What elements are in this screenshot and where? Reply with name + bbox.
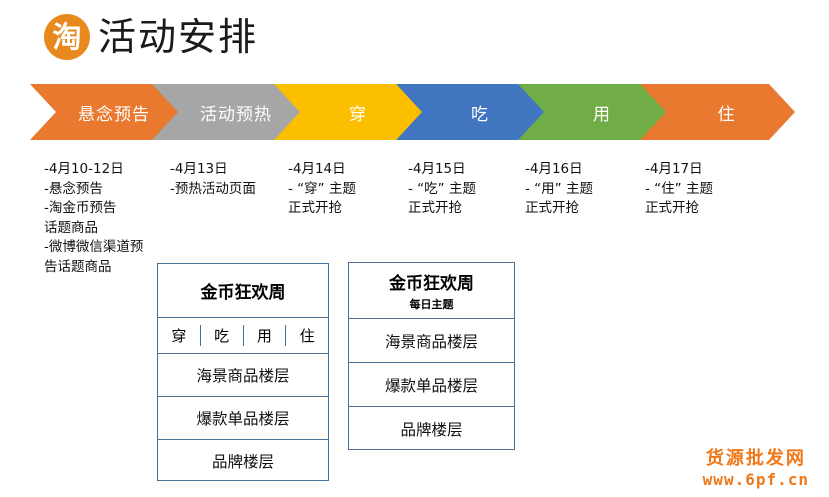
description-line-3-0: -4月15日 [408, 161, 466, 177]
table-left-theme-cell-0: 穿 [158, 325, 201, 346]
description-line-2-0: -4月14日 [288, 161, 346, 177]
description-line-5-1: - “住” 主题 [645, 180, 713, 197]
description-line-0-0: -4月10-12日 [44, 161, 124, 177]
chevron-step-0[interactable]: 悬念预告 [30, 84, 180, 140]
table-left-floor-label-2: 品牌楼层 [211, 453, 274, 471]
description-line-5-2: 正式开抢 [645, 200, 699, 216]
chevron-step-label-1: 活动预热 [200, 104, 272, 125]
chevron-step-label-5: 住 [717, 104, 736, 125]
table-right-floor-label-0: 海景商品楼层 [384, 332, 478, 351]
table-left-theme-cell-3: 住 [299, 327, 315, 345]
description-column-1: -4月13日 -预热活动页面 [170, 160, 256, 199]
table-right-floor-row-1: 爆款单品楼层 [349, 363, 514, 407]
description-line-1-1: -预热活动页面 [170, 180, 256, 197]
description-column-3: -4月15日 - “吃” 主题正式开抢 [408, 160, 476, 219]
table-left-title: 金币狂欢周 [200, 283, 286, 303]
page-header: 淘 活动安排 [0, 0, 829, 74]
table-right-subtitle: 每日主题 [409, 298, 454, 311]
chevron-step-label-4: 用 [593, 104, 611, 125]
table-right-title-row: 金币狂欢周 每日主题 [349, 263, 514, 319]
table-right-floor-row-0: 海景商品楼层 [349, 319, 514, 363]
description-line-0-3: 话题商品 [44, 219, 98, 236]
table-left-title-row: 金币狂欢周 [158, 264, 328, 318]
watermark-site-url: www.6pf.cn [702, 470, 809, 489]
description-line-0-1: -悬念预告 [44, 180, 103, 197]
table-left-floor-label-0: 海景商品楼层 [196, 367, 290, 385]
table-left-floor-row-2: 品牌楼层 [158, 440, 328, 482]
table-coin-carnival-week-left: 金币狂欢周 穿吃用住 海景商品楼层 爆款单品楼层 品牌楼层 [157, 263, 329, 481]
table-left-theme-row: 穿吃用住 [158, 318, 328, 354]
watermark: 货源批发网 www.6pf.cn [703, 448, 809, 489]
table-left-floor-label-1: 爆款单品楼层 [196, 410, 290, 428]
table-coin-carnival-week-right: 金币狂欢周 每日主题 海景商品楼层 爆款单品楼层 品牌楼层 [348, 262, 515, 450]
description-column-4: -4月16日 - “用” 主题正式开抢 [525, 160, 593, 219]
table-right-floor-row-2: 品牌楼层 [349, 407, 514, 451]
chevron-step-5[interactable]: 住 [640, 84, 795, 140]
description-column-5: -4月17日 - “住” 主题正式开抢 [645, 160, 713, 219]
description-line-0-4: -微博微信渠道预 [44, 239, 144, 255]
description-line-1-0: -4月13日 [170, 161, 228, 177]
description-line-0-5: 告话题商品 [44, 258, 112, 275]
table-right-floor-label-2: 品牌楼层 [400, 421, 463, 439]
page-title: 活动安排 [98, 15, 259, 59]
description-line-4-0: -4月16日 [525, 161, 583, 177]
description-line-4-1: - “用” 主题 [525, 180, 593, 197]
table-right-floor-label-1: 爆款单品楼层 [384, 376, 478, 395]
table-right-title: 金币狂欢周 [389, 274, 474, 294]
description-line-5-0: -4月17日 [645, 161, 703, 177]
description-line-3-1: - “吃” 主题 [408, 180, 476, 197]
description-column-2: -4月14日 - “穿” 主题正式开抢 [288, 160, 356, 219]
description-line-2-1: - “穿” 主题 [288, 180, 356, 197]
description-line-2-2: 正式开抢 [288, 200, 342, 216]
table-left-theme-cell-2: 用 [244, 325, 287, 346]
description-line-4-2: 正式开抢 [525, 200, 579, 216]
table-left-floor-row-1: 爆款单品楼层 [158, 397, 328, 440]
watermark-site-name: 货源批发网 [705, 448, 806, 469]
chevron-step-label-0: 悬念预告 [78, 104, 150, 125]
description-line-0-2: -淘金币预告 [44, 200, 117, 216]
taobao-logo-icon: 淘 [44, 14, 90, 60]
table-left-floor-row-0: 海景商品楼层 [158, 354, 328, 397]
process-chevron-band: 悬念预告 活动预热 穿 吃 用 住 [0, 84, 829, 140]
description-column-0: -4月10-12日 -悬念预告 -淘金币预告话题商品 -微博微信渠道预告话题商品 [44, 160, 143, 277]
logo-glyph: 淘 [52, 19, 82, 54]
description-line-3-2: 正式开抢 [408, 200, 462, 216]
table-left-theme-cell-1: 吃 [201, 325, 244, 346]
chevron-step-label-2: 穿 [349, 104, 367, 125]
chevron-step-label-3: 吃 [471, 104, 489, 125]
